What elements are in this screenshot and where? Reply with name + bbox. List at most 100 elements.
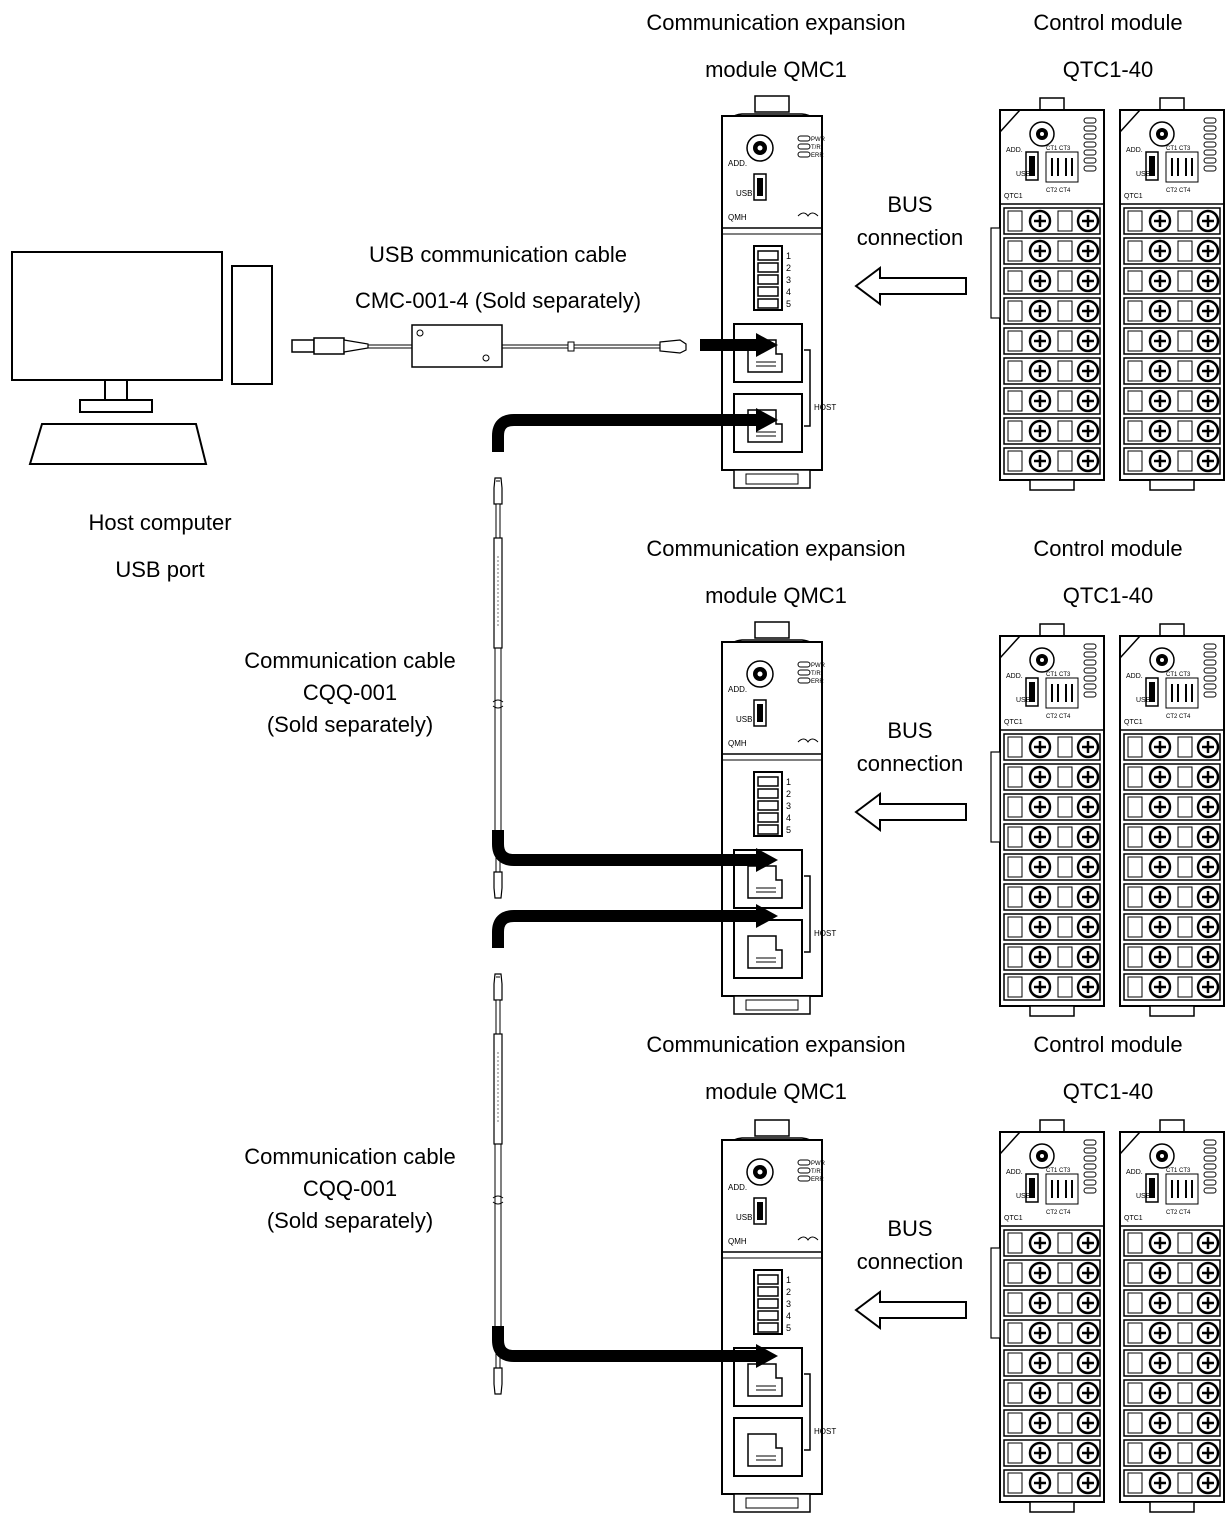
cable-to-port-arrow	[492, 1326, 760, 1362]
qmc-terminal-2: 2	[786, 263, 791, 273]
qtc-name-label: QTC1	[1004, 193, 1023, 200]
qmc-label-line2: module QMC1	[705, 57, 847, 82]
qtc1-40-module: ADD. USB QTC1 CT1 CT3 CT2 CT4	[1120, 1120, 1224, 1512]
qtc1-40-module: ADD. USB QTC1 CT1 CT3 CT2 CT4	[1120, 98, 1224, 490]
usb-cable-label-line1: USB communication cable	[369, 242, 627, 267]
usb-communication-cable	[291, 324, 687, 368]
qtc-label-line1: Control module	[1033, 1032, 1182, 1057]
rj-plug-icon	[659, 339, 687, 354]
qmc-terminal-4: 4	[786, 1311, 791, 1321]
qtc-usb-label: USB	[1016, 697, 1031, 704]
qmc-host-label: HOST	[814, 403, 836, 412]
bus-label-line2: connection	[857, 1249, 963, 1274]
din-rail-bracket	[990, 1247, 1001, 1339]
qmc-tr-led-label: T/R	[811, 671, 821, 677]
qtc-ct-bottom-label: CT2 CT4	[1166, 1210, 1191, 1216]
qmc-label-line2: module QMC1	[705, 583, 847, 608]
cable-to-port-arrow	[492, 830, 760, 866]
host-label-line2: USB port	[115, 557, 204, 582]
usb-converter-box	[411, 324, 503, 368]
qtc-ct-bottom-label: CT2 CT4	[1046, 188, 1071, 194]
qtc-add-label: ADD.	[1006, 147, 1023, 154]
host-label-line1: Host computer	[88, 510, 231, 535]
qtc1-40-module: ADD. USB QTC1 CT1 CT3 CT2 CT4	[1000, 98, 1104, 490]
pc-tower-icon	[231, 265, 273, 385]
qtc-label-line2: QTC1-40	[1063, 1079, 1153, 1104]
qtc1-40-module: ADD. USB QTC1 CT1 CT3 CT2 CT4	[1000, 1120, 1104, 1512]
qtc-name-label: QTC1	[1124, 719, 1143, 726]
qtc-usb-label: USB	[1016, 1193, 1031, 1200]
qtc-ct-bottom-label: CT2 CT4	[1046, 1210, 1071, 1216]
monitor-base	[79, 399, 153, 413]
qmc-host-label: HOST	[814, 929, 836, 938]
comm-cable-label-line1: Communication cable	[244, 1144, 456, 1169]
cable-to-port-arrow	[492, 414, 760, 452]
qmc1-module: ADD. USB QMH HOST PWR T/R ERR 1 2 3 4 5	[721, 1119, 836, 1513]
qmc-usb-label: USB	[736, 1213, 752, 1222]
comm-cable-label-line2: CQQ-001	[303, 1176, 397, 1201]
bus-connection-arrow	[855, 1291, 967, 1329]
comm-cable-label-line2: CQQ-001	[303, 680, 397, 705]
qmc-terminal-4: 4	[786, 287, 791, 297]
qmc-pwr-led-label: PWR	[811, 1161, 826, 1167]
qtc-name-label: QTC1	[1004, 1215, 1023, 1222]
qtc-usb-label: USB	[1136, 1193, 1151, 1200]
cable-to-port-arrow	[492, 910, 760, 948]
qtc-ct-bottom-label: CT2 CT4	[1046, 714, 1071, 720]
keyboard-icon	[28, 423, 208, 465]
qmc-add-label: ADD.	[728, 685, 747, 694]
qtc-name-label: QTC1	[1124, 1215, 1143, 1222]
qtc-name-label: QTC1	[1004, 719, 1023, 726]
qtc-label-line2: QTC1-40	[1063, 583, 1153, 608]
qmc1-module: ADD. USB QMH HOST PWR T/R ERR 1 2 3 4 5	[721, 621, 836, 1015]
qmc-name-label: QMH	[728, 213, 747, 222]
qmc-terminal-2: 2	[786, 789, 791, 799]
qmc1-module: ADD. USB QMH HOST PWR T/R ERR 1 2 3 4 5	[721, 95, 836, 489]
qtc-label-line1: Control module	[1033, 10, 1182, 35]
qmc-terminal-5: 5	[786, 825, 791, 835]
bus-connection-arrow	[855, 267, 967, 305]
qtc-add-label: ADD.	[1126, 147, 1143, 154]
qmc-name-label: QMH	[728, 739, 747, 748]
qtc-ct-top-label: CT1 CT3	[1046, 672, 1071, 678]
qmc-terminal-3: 3	[786, 801, 791, 811]
qtc-usb-label: USB	[1016, 171, 1031, 178]
qmc-err-led-label: ERR	[811, 153, 824, 159]
qtc-add-label: ADD.	[1006, 1169, 1023, 1176]
qtc-ct-top-label: CT1 CT3	[1046, 1168, 1071, 1174]
bus-connection-arrow	[855, 793, 967, 831]
qtc1-40-module: ADD. USB QTC1 CT1 CT3 CT2 CT4	[1000, 624, 1104, 1016]
din-rail-bracket	[990, 227, 1001, 319]
qmc-host-label: HOST	[814, 1427, 836, 1436]
qtc-label-line1: Control module	[1033, 536, 1182, 561]
qmc-terminal-2: 2	[786, 1287, 791, 1297]
qmc-label-line2: module QMC1	[705, 1079, 847, 1104]
qmc-terminal-3: 3	[786, 1299, 791, 1309]
qtc-ct-bottom-label: CT2 CT4	[1166, 714, 1191, 720]
usb-plug-icon	[291, 339, 315, 353]
qtc-ct-top-label: CT1 CT3	[1046, 146, 1071, 152]
qmc-usb-label: USB	[736, 189, 752, 198]
usb-cable-label-line2: CMC-001-4 (Sold separately)	[355, 288, 641, 313]
qmc-terminal-3: 3	[786, 275, 791, 285]
qmc-pwr-led-label: PWR	[811, 137, 826, 143]
qmc-label-line1: Communication expansion	[646, 10, 905, 35]
qtc-ct-top-label: CT1 CT3	[1166, 672, 1191, 678]
qtc-add-label: ADD.	[1006, 673, 1023, 680]
qmc-err-led-label: ERR	[811, 1177, 824, 1183]
bus-label-line2: connection	[857, 225, 963, 250]
qmc-terminal-1: 1	[786, 251, 791, 261]
qmc-terminal-4: 4	[786, 813, 791, 823]
qmc-usb-label: USB	[736, 715, 752, 724]
qmc-tr-led-label: T/R	[811, 1169, 821, 1175]
qmc-terminal-5: 5	[786, 1323, 791, 1333]
qmc-add-label: ADD.	[728, 1183, 747, 1192]
qmc-err-led-label: ERR	[811, 679, 824, 685]
qtc-label-line2: QTC1-40	[1063, 57, 1153, 82]
qmc-pwr-led-label: PWR	[811, 663, 826, 669]
bus-label-line1: BUS	[887, 1216, 932, 1241]
qtc-add-label: ADD.	[1126, 673, 1143, 680]
bus-label-line1: BUS	[887, 192, 932, 217]
qmc-add-label: ADD.	[728, 159, 747, 168]
